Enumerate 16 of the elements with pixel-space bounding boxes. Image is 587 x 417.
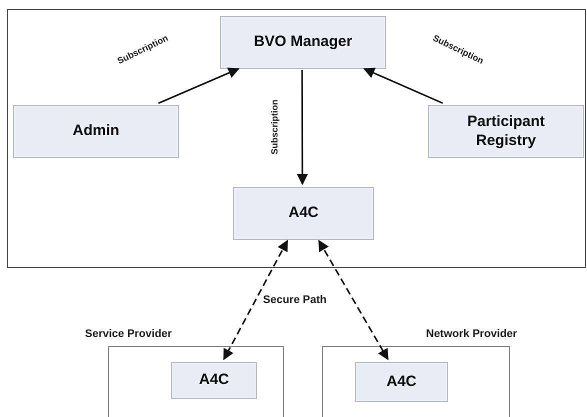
- edge-label: Subscription: [268, 98, 282, 156]
- group-heading: Network Provider: [426, 327, 518, 342]
- path-label: Secure Path: [263, 293, 327, 308]
- process-box: A4C: [171, 362, 257, 399]
- process-box: Participant Registry: [428, 105, 584, 158]
- arrow: [223, 240, 288, 360]
- group-heading: Service Provider: [85, 327, 172, 342]
- arrow: [363, 68, 444, 104]
- process-box: Admin: [13, 105, 179, 158]
- process-box: A4C: [233, 187, 374, 240]
- arrow: [318, 240, 389, 360]
- process-box: A4C: [355, 362, 448, 402]
- container-frame: [7, 9, 586, 268]
- process-box: BVO Manager: [220, 16, 386, 69]
- arrow: [158, 68, 240, 104]
- arrow: [296, 70, 308, 186]
